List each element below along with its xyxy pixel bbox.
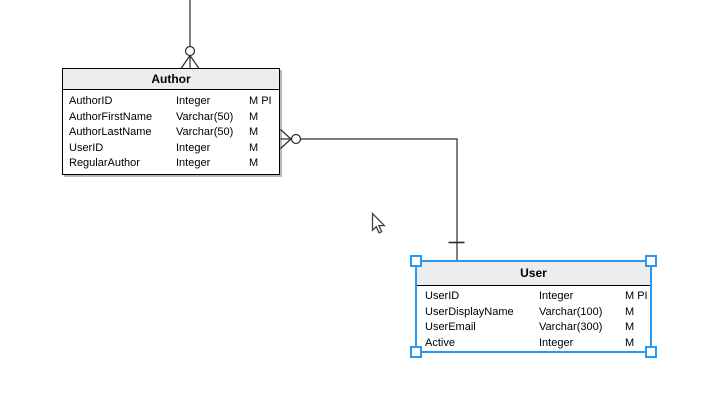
column-name: UserDisplayName [425,305,514,318]
mouse-cursor-icon [371,212,386,234]
column-flags: M [625,336,635,349]
table-row[interactable]: UserID Integer M PI [425,289,650,305]
table-columns: AuthorID Integer M PI AuthorFirstName Va… [63,90,279,172]
table-row[interactable]: UserID Integer M [69,141,279,157]
column-type: Varchar(300) [539,321,603,333]
crow-foot-zero-many-icon [280,129,302,149]
column-flags: M [625,321,635,333]
table-row[interactable]: UserDisplayName Varchar(100) M [425,305,650,321]
table-title[interactable]: User [417,262,650,286]
table-row[interactable]: AuthorFirstName Varchar(50) M [69,110,279,126]
column-type: Integer [176,141,211,154]
column-flags: M [249,126,259,138]
table-row[interactable]: AuthorID Integer M PI [69,94,279,110]
column-type: Integer [176,95,211,107]
crow-foot-zero-many-icon [180,45,200,69]
column-type: Integer [176,157,211,169]
entity-table-user[interactable]: User UserID Integer M PI UserDisplayName… [410,255,657,358]
connector-line[interactable] [300,138,458,261]
column-type: Integer [539,290,574,302]
column-name: Active [425,336,455,349]
table-columns: UserID Integer M PI UserDisplayName Varc… [417,286,650,351]
column-name: AuthorFirstName [69,110,153,123]
table-row[interactable]: UserEmail Varchar(300) M [425,320,650,336]
selection-handle[interactable] [410,346,422,358]
column-flags: M [249,141,259,154]
column-flags: M [249,157,259,169]
column-name: RegularAuthor [69,157,140,169]
column-name: AuthorLastName [69,126,152,138]
column-name: UserID [69,141,104,154]
selection-handle[interactable] [645,255,657,267]
column-flags: M PI [249,95,272,107]
connector-author-user[interactable] [280,129,465,262]
connector-author-top[interactable] [180,0,200,69]
selection-handle[interactable] [645,346,657,358]
table-row[interactable]: Active Integer M [425,336,650,352]
column-flags: M PI [625,290,648,302]
column-type: Varchar(100) [539,305,603,318]
column-flags: M [625,305,635,318]
table-row[interactable]: AuthorLastName Varchar(50) M [69,125,279,141]
column-type: Integer [539,336,574,349]
column-type: Varchar(50) [176,110,234,123]
column-flags: M [249,110,259,123]
column-name: UserEmail [425,321,476,333]
column-name: AuthorID [69,95,113,107]
entity-table-author[interactable]: Author AuthorID Integer M PI AuthorFirst… [62,68,280,175]
column-name: UserID [425,290,460,302]
column-type: Varchar(50) [176,126,234,138]
table-title[interactable]: Author [63,69,279,90]
table-row[interactable]: RegularAuthor Integer M [69,156,279,172]
selection-handle[interactable] [410,255,422,267]
